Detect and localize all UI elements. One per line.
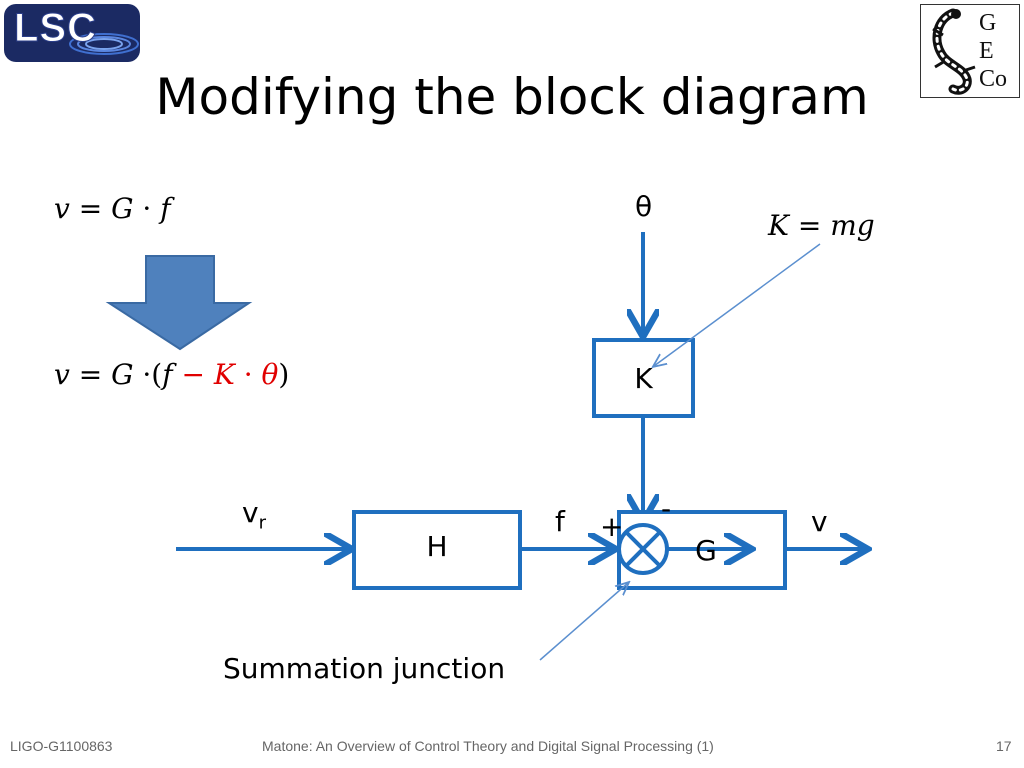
slide-title: Modifying the block diagram [155,68,869,126]
kdef-K: K [768,209,789,242]
eq2-theta: θ [261,358,279,391]
equation-original: v = G · f [54,192,171,225]
pointer-annotation-to-junction [539,583,628,661]
output-label: v [811,505,828,538]
eq2-minus: − [181,358,205,391]
eq1-G: G [111,192,134,225]
summation-junction-annotation: Summation junction [223,652,506,685]
lsc-wave-graphic [69,33,139,55]
theta-label: θ [635,190,653,223]
geco-letter-co: Co [979,66,1008,92]
eq2-dot: · [142,358,152,391]
minus-sign: - [661,492,672,525]
footer-title: Matone: An Overview of Control Theory an… [262,738,714,754]
eq2-f: f [162,358,173,391]
footer-doc-id: LIGO-G1100863 [10,738,113,754]
input-label: vr [242,496,266,534]
eq2-v: v [54,358,70,391]
lsc-logo-text: LSC [14,6,97,51]
input-label-sub: r [258,512,266,534]
eq2-equals: = [78,358,103,391]
geco-letter-g: G [979,10,997,36]
equation-modified: v = G ·(f − K · θ) [54,358,289,391]
eq2-close-paren: ) [278,358,290,391]
lsc-logo: LSC [4,4,140,62]
eq1-v: v [54,192,70,225]
geco-letter-e: E [979,38,994,64]
eq1-equals: = [78,192,103,225]
block-H [352,510,522,590]
eq2-K: K [213,358,235,391]
input-label-v: v [242,496,259,529]
f-label: f [555,505,565,538]
block-K-label: K [634,362,653,395]
block-H-label: H [426,530,448,563]
pointer-kmg-to-K [654,243,821,366]
footer-page-number: 17 [996,738,1012,754]
junction-cross-b [624,530,662,568]
geco-letters: G E Co [979,9,1015,93]
eq2-open-paren: ( [151,358,163,391]
kdef-equals: = [797,209,822,242]
transformation-down-arrow [105,255,253,351]
k-definition: K = mg [768,209,875,242]
eq2-G: G [111,358,134,391]
plus-sign: + [600,510,624,543]
eq1-f: f [160,192,171,225]
kdef-mg: mg [830,209,875,242]
geco-logo: G E Co [920,4,1020,98]
block-G-label: G [695,534,717,567]
block-K [592,338,695,418]
eq2-dot2: · [243,358,253,391]
gecko-icon [932,8,976,95]
eq1-dot: · [142,192,152,225]
